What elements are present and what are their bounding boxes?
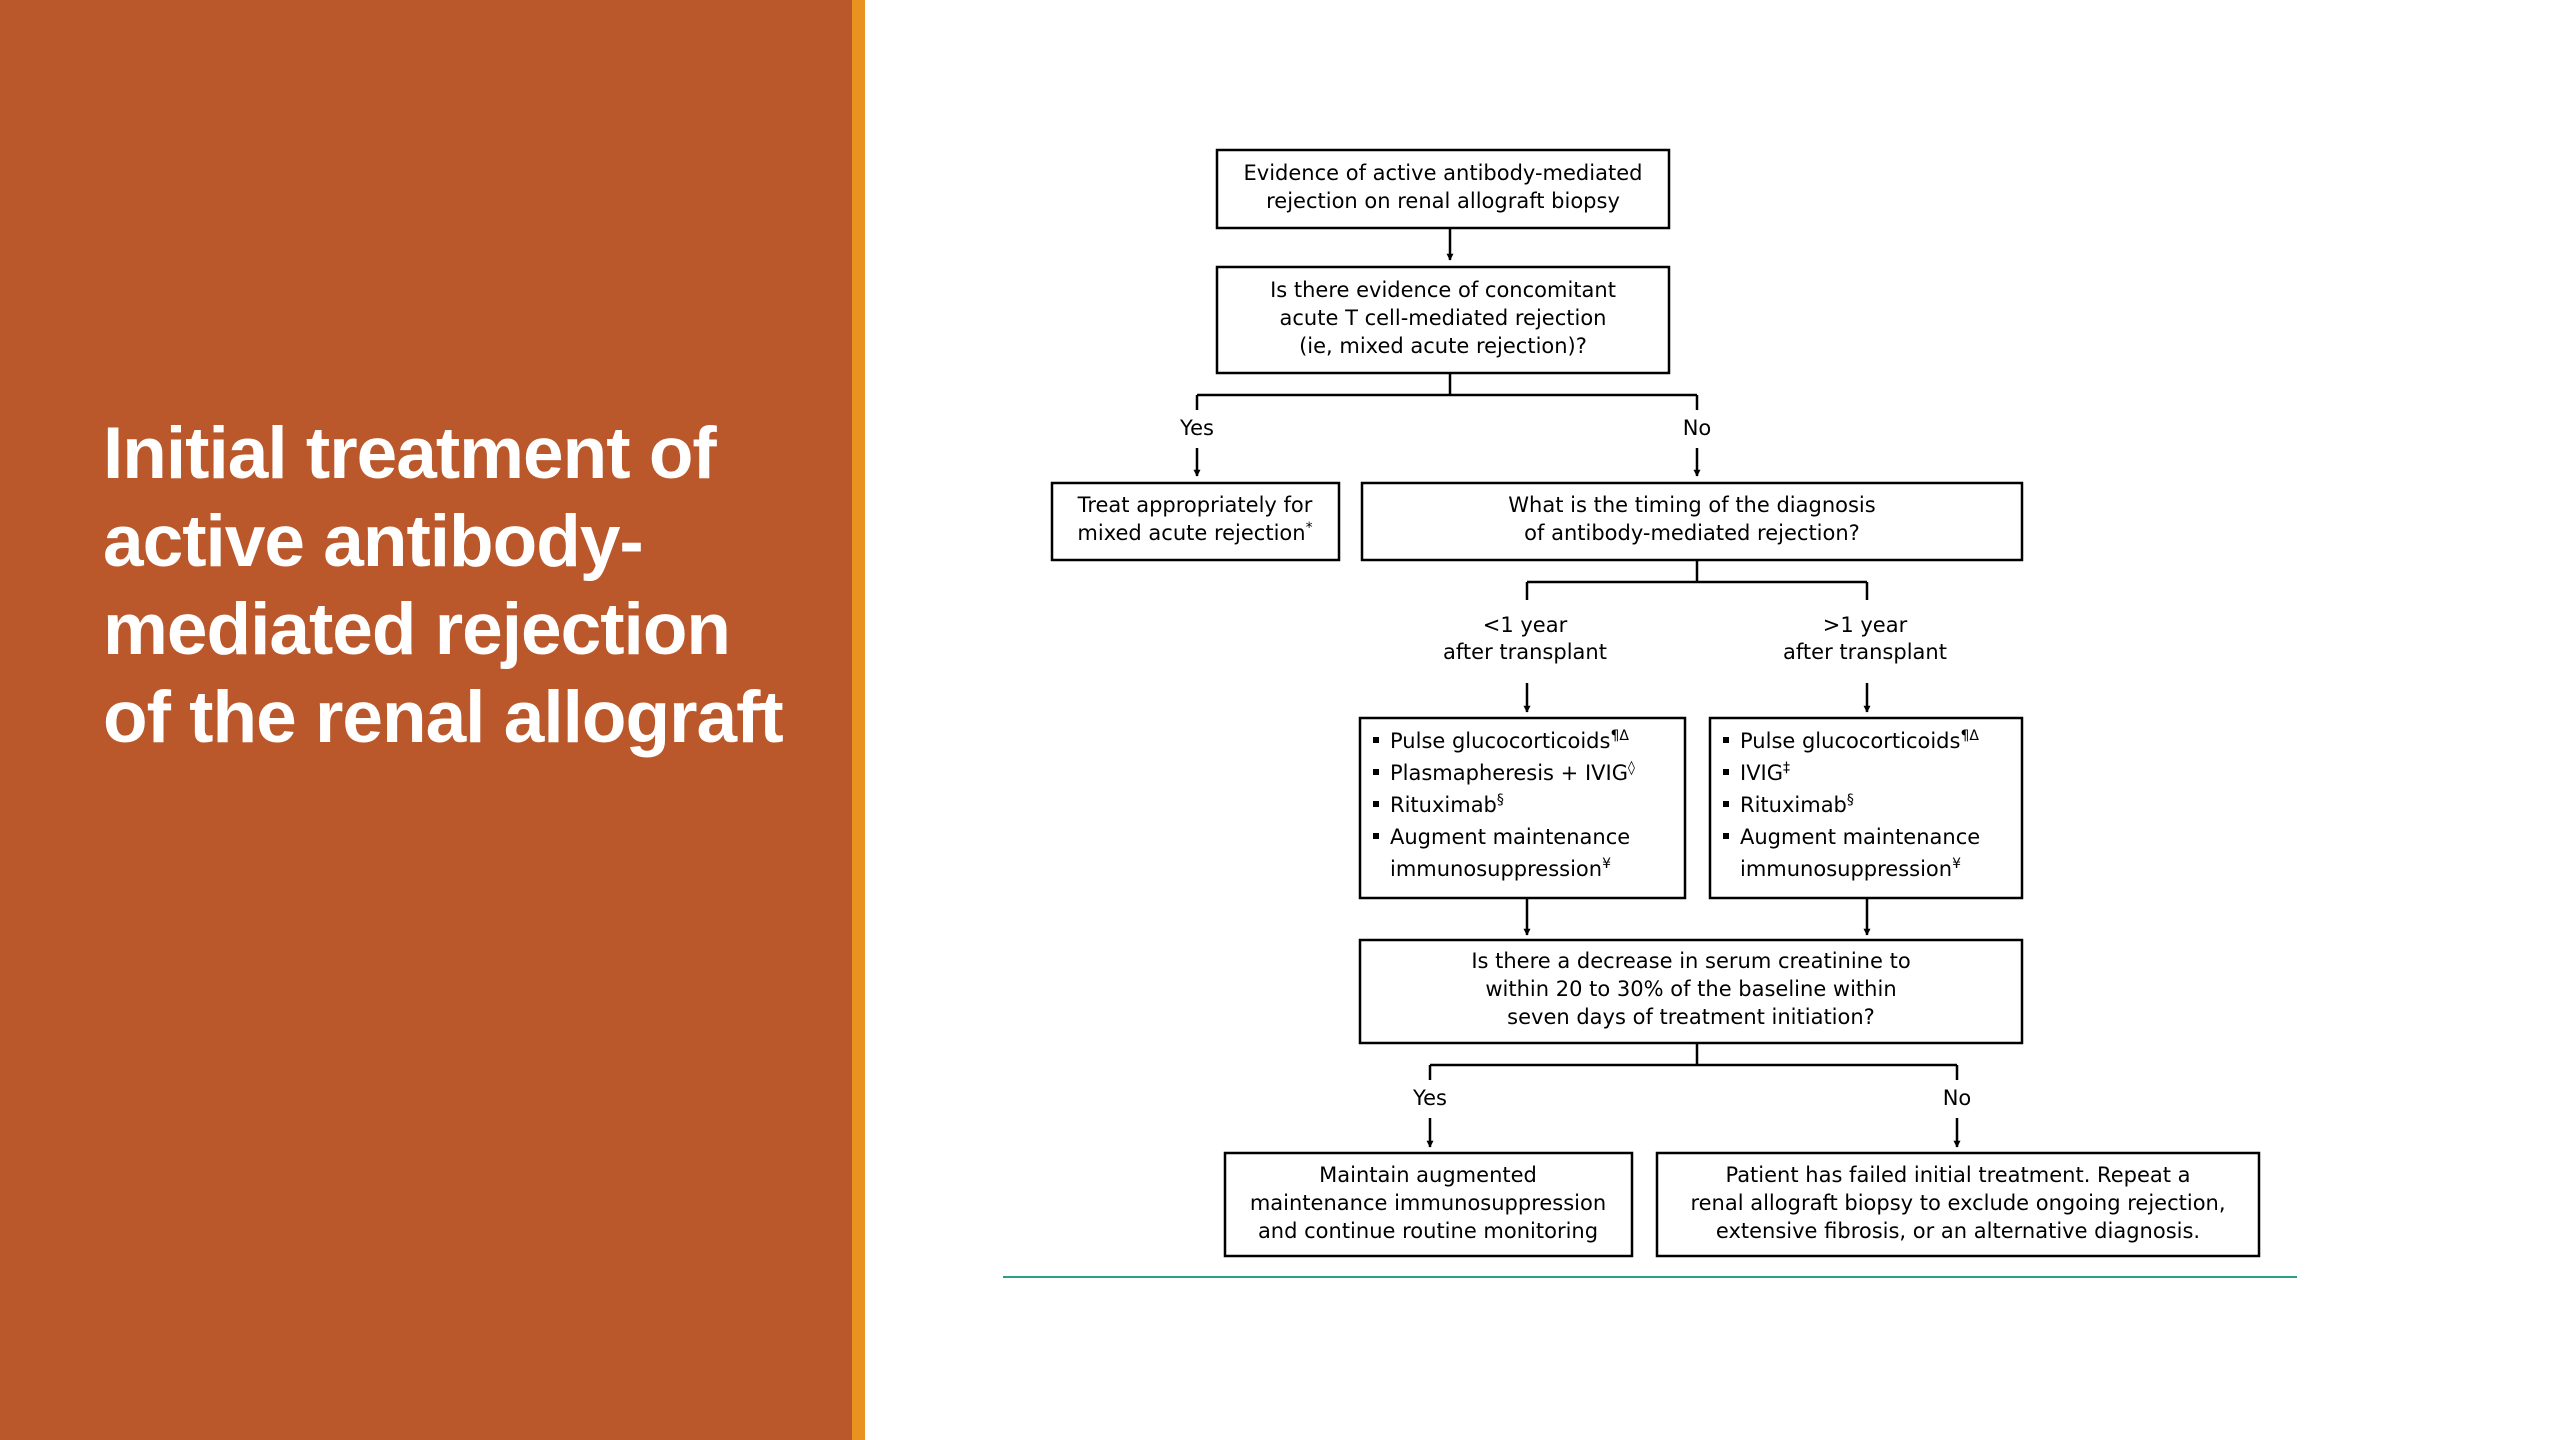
svg-text:IVIG‡: IVIG‡ (1740, 760, 1790, 785)
maintain-line-1: Maintain augmented (1319, 1163, 1537, 1187)
early-item: Plasmapheresis + IVIG◊ (1373, 760, 1635, 785)
svg-text:Pulse glucocorticoids¶Δ: Pulse glucocorticoids¶Δ (1390, 728, 1629, 753)
svg-text:Rituximab§: Rituximab§ (1740, 792, 1854, 817)
late-label-line-1: >1 year (1823, 613, 1908, 637)
early-item: Rituximab§ (1373, 792, 1504, 817)
q1-no-label: No (1683, 416, 1712, 440)
start-line-2: rejection on renal allograft biopsy (1266, 189, 1620, 213)
timing-question-node: What is the timing of the diagnosis of a… (1360, 481, 2024, 562)
mixed-treatment-node: Treat appropriately for mixed acute reje… (1050, 481, 1341, 562)
late-item: Pulse glucocorticoids¶Δ (1723, 728, 1979, 753)
mixed-treatment-line-2: mixed acute rejection* (1077, 520, 1312, 545)
question1-line-1: Is there evidence of concomitant (1270, 278, 1616, 302)
maintain-line-2: maintenance immunosuppression (1250, 1191, 1606, 1215)
svg-text:immunosuppression¥: immunosuppression¥ (1740, 856, 1961, 881)
late-item: Rituximab§ (1723, 792, 1854, 817)
question2-line-1: Is there a decrease in serum creatinine … (1471, 949, 1910, 973)
late-item: IVIG‡ (1723, 760, 1790, 785)
start-line-1: Evidence of active antibody-mediated (1244, 161, 1643, 185)
svg-text:Plasmapheresis + IVIG◊: Plasmapheresis + IVIG◊ (1390, 760, 1635, 785)
q2-no-label: No (1943, 1086, 1972, 1110)
question2-line-3: seven days of treatment initiation? (1507, 1005, 1875, 1029)
q2-yes-label: Yes (1412, 1086, 1447, 1110)
early-label-line-1: <1 year (1483, 613, 1568, 637)
bullet-icon (1373, 737, 1379, 743)
title-panel (0, 0, 852, 1440)
bullet-icon (1723, 737, 1729, 743)
failed-line-1: Patient has failed initial treatment. Re… (1725, 1163, 2190, 1187)
failed-line-3: extensive fibrosis, or an alternative di… (1716, 1219, 2200, 1243)
svg-text:Rituximab§: Rituximab§ (1390, 792, 1504, 817)
start-node: Evidence of active antibody-mediated rej… (1215, 148, 1671, 230)
timing-question-line-2: of antibody-mediated rejection? (1524, 521, 1860, 545)
failed-treatment-node: Patient has failed initial treatment. Re… (1655, 1151, 2261, 1258)
bullet-icon (1723, 801, 1729, 807)
early-item: Pulse glucocorticoids¶Δ (1373, 728, 1629, 753)
timing-question-line-1: What is the timing of the diagnosis (1508, 493, 1875, 517)
question1-line-3: (ie, mixed acute rejection)? (1299, 334, 1587, 358)
question1-node: Is there evidence of concomitant acute T… (1215, 265, 1671, 375)
maintain-line-3: and continue routine monitoring (1258, 1219, 1598, 1243)
slide-title: Initial treatment of active antibody-med… (103, 413, 784, 758)
svg-text:immunosuppression¥: immunosuppression¥ (1390, 856, 1611, 881)
early-treatment-node: Pulse glucocorticoids¶Δ Plasmapheresis +… (1358, 716, 1687, 900)
failed-line-2: renal allograft biopsy to exclude ongoin… (1690, 1191, 2225, 1215)
svg-text:Augment maintenance: Augment maintenance (1740, 825, 1980, 849)
svg-text:Pulse glucocorticoids¶Δ: Pulse glucocorticoids¶Δ (1740, 728, 1979, 753)
late-item: Augment maintenance immunosuppression¥ (1723, 825, 1980, 881)
svg-text:Augment maintenance: Augment maintenance (1390, 825, 1630, 849)
connectors (1193, 228, 1961, 1148)
question1-line-2: acute T cell-mediated rejection (1280, 306, 1607, 330)
question2-line-2: within 20 to 30% of the baseline within (1485, 977, 1896, 1001)
late-treatment-node: Pulse glucocorticoids¶Δ IVIG‡ Rituximab§… (1708, 716, 2024, 900)
accent-bar (852, 0, 865, 1440)
mixed-treatment-line-1: Treat appropriately for (1077, 493, 1313, 517)
footnote-mark: * (1306, 520, 1313, 536)
question2-node: Is there a decrease in serum creatinine … (1358, 938, 2024, 1045)
bullet-icon (1723, 769, 1729, 775)
early-item: Augment maintenance immunosuppression¥ (1373, 825, 1630, 881)
bullet-icon (1723, 833, 1729, 839)
bullet-icon (1373, 833, 1379, 839)
bullet-icon (1373, 769, 1379, 775)
q1-yes-label: Yes (1179, 416, 1214, 440)
late-label-line-2: after transplant (1783, 640, 1947, 664)
early-label-line-2: after transplant (1443, 640, 1607, 664)
bullet-icon (1373, 801, 1379, 807)
maintain-node: Maintain augmented maintenance immunosup… (1223, 1151, 1634, 1258)
